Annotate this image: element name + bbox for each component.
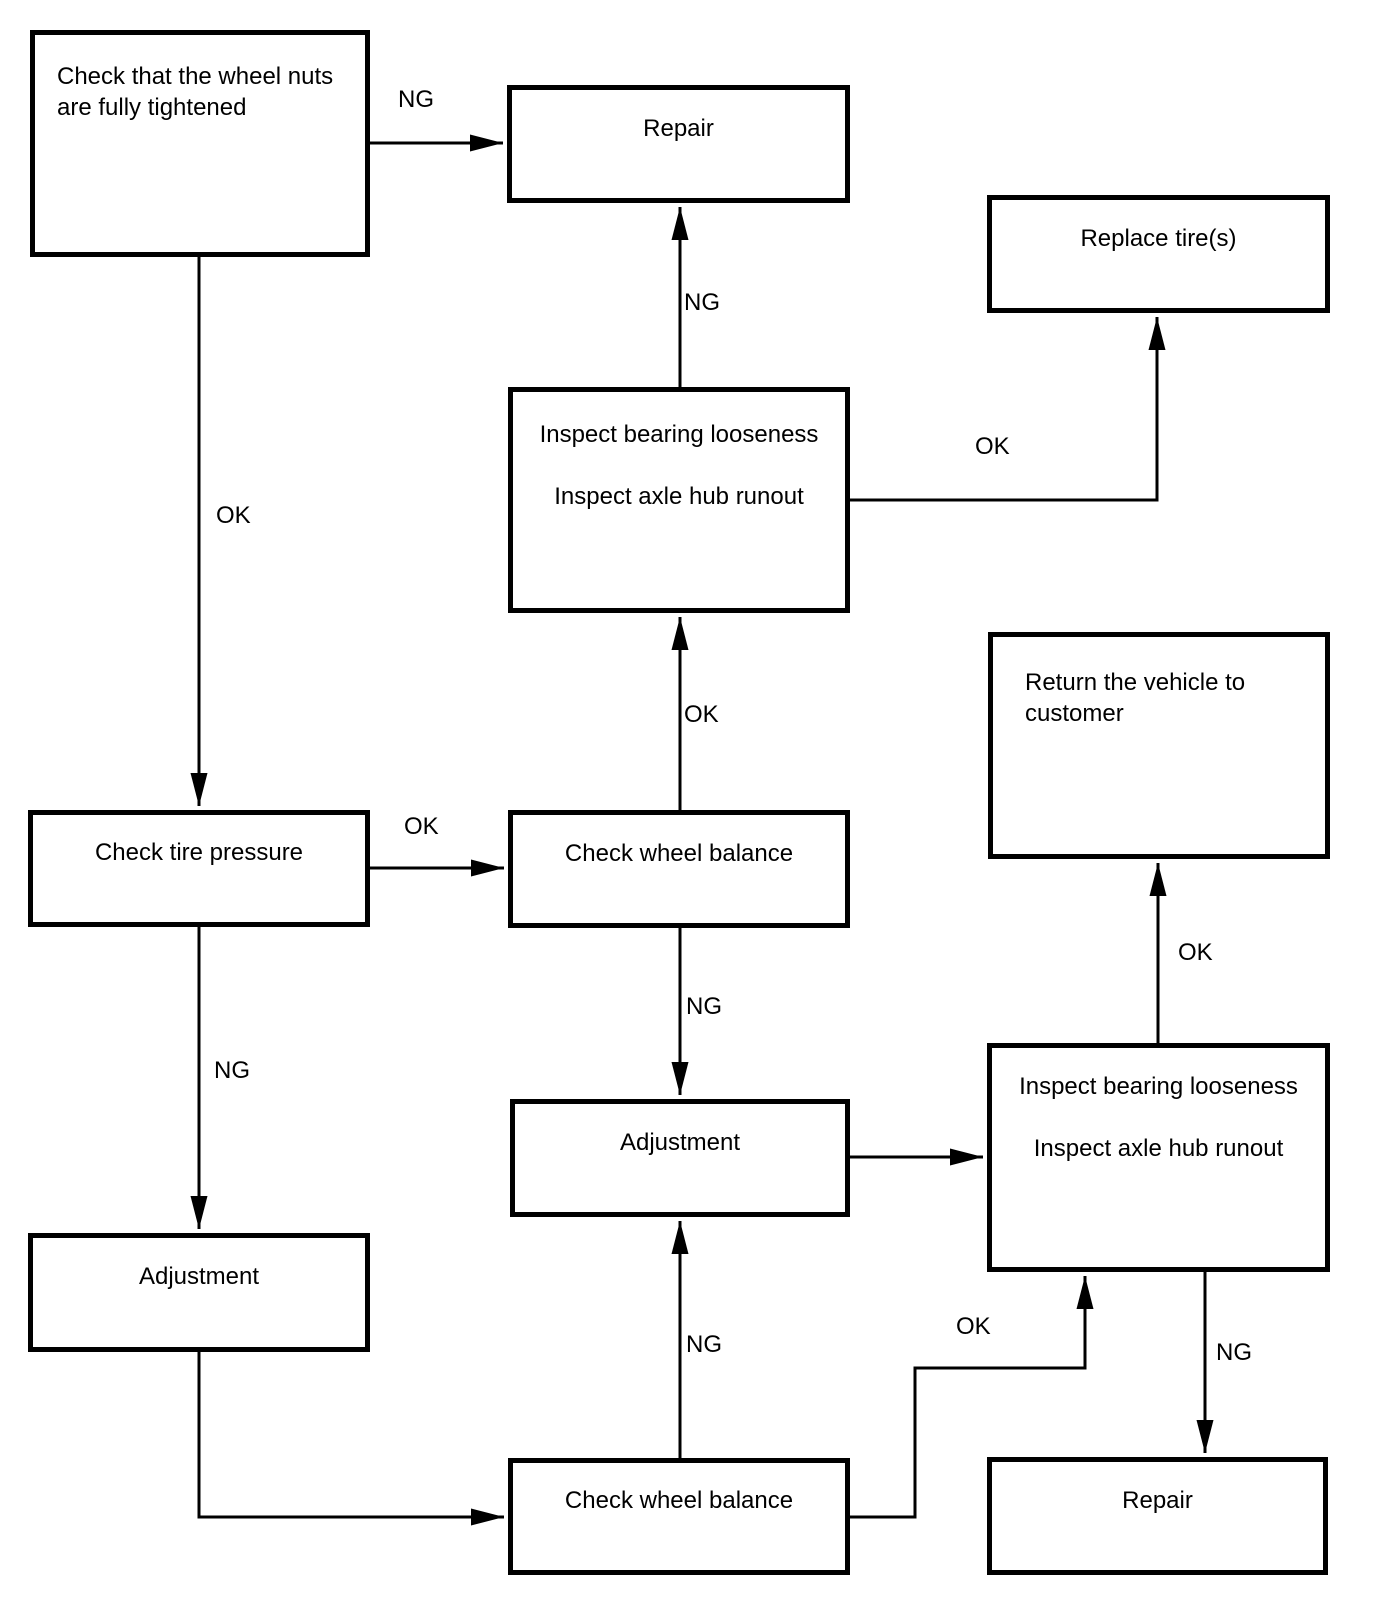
node-check-wheel-balance-mid-label: Check wheel balance <box>564 839 794 867</box>
edge-label-ng-balance-bottom-adjustment-mid: NG <box>686 1331 722 1358</box>
node-check-wheel-balance-mid: Check wheel balance <box>508 810 850 928</box>
node-return-vehicle: Return the vehicle to customer <box>988 632 1330 859</box>
edge-label-ng-inspect-right-repair-bottom: NG <box>1216 1339 1252 1366</box>
node-adjustment-mid: Adjustment <box>510 1099 850 1217</box>
node-return-vehicle-label: Return the vehicle to customer <box>1025 669 1246 727</box>
node-check-tire-pressure: Check tire pressure <box>28 810 370 927</box>
edge-adjustment-left-to-check-wheel-balance-bottom <box>197 1352 504 1526</box>
node-check-tire-pressure-label: Check tire pressure <box>94 839 304 866</box>
edge-label-ng-tire-pressure-adjustment-left: NG <box>214 1057 250 1084</box>
node-inspect-hub-right: Inspect bearing looseness Inspect axle h… <box>987 1043 1330 1272</box>
edge-label-ok-inspect-center-replace-tires: OK <box>975 433 1010 460</box>
node-inspect-hub-center-line1: Inspect bearing looseness <box>539 421 819 448</box>
node-repair-bottom-label: Repair <box>1122 1486 1193 1514</box>
node-check-wheel-nuts: Check that the wheel nuts are fully tigh… <box>30 30 370 257</box>
node-inspect-hub-right-line2: Inspect axle hub runout <box>1033 1135 1284 1162</box>
edge-label-ok-wheel-nuts-tire-pressure: OK <box>216 502 251 529</box>
node-repair-bottom: Repair <box>987 1457 1328 1575</box>
node-replace-tires-label: Replace tire(s) <box>1080 224 1237 252</box>
edge-label-ok-balance-mid-inspect-center: OK <box>684 701 719 728</box>
edge-label-ok-tire-pressure-balance-mid: OK <box>404 813 439 840</box>
edge-label-ok-inspect-right-return-vehicle: OK <box>1178 939 1213 966</box>
node-inspect-hub-right-line1: Inspect bearing looseness <box>1019 1073 1298 1100</box>
node-repair-top: Repair <box>507 85 850 203</box>
edge-label-ok-balance-bottom-inspect-right: OK <box>956 1313 991 1340</box>
node-adjustment-left-label: Adjustment <box>138 1263 260 1290</box>
node-replace-tires: Replace tire(s) <box>987 195 1330 313</box>
edge-label-ng-balance-mid-adjustment-mid: NG <box>686 993 722 1020</box>
node-inspect-hub-center-line2: Inspect axle hub runout <box>554 483 804 510</box>
node-inspect-hub-center: Inspect bearing looseness Inspect axle h… <box>508 387 850 613</box>
node-check-wheel-nuts-label: Check that the wheel nuts are fully tigh… <box>57 63 334 121</box>
node-adjustment-left: Adjustment <box>28 1233 370 1352</box>
node-check-wheel-balance-bottom: Check wheel balance <box>508 1458 850 1575</box>
node-repair-top-label: Repair <box>643 114 714 142</box>
node-check-wheel-balance-bottom-label: Check wheel balance <box>564 1487 794 1514</box>
node-adjustment-mid-label: Adjustment <box>619 1128 741 1156</box>
edge-check-wheel-balance-bottom-to-inspect-hub-right <box>850 1276 1094 1519</box>
edge-label-ng-wheel-nuts-repair: NG <box>398 86 434 113</box>
edge-label-ng-inspect-center-repair: NG <box>684 289 720 316</box>
edge-inspect-hub-center-to-replace-tires <box>850 317 1166 502</box>
